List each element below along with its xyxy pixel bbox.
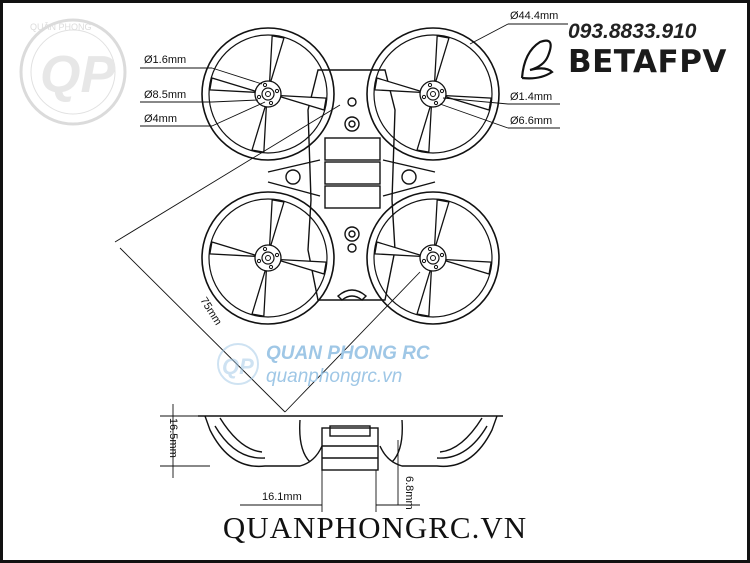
dim-mount-right: Ø6.6mm: [510, 115, 552, 127]
dim-wheelbase: 75mm: [197, 295, 223, 327]
dim-bottom-width: 16.1mm: [262, 491, 302, 503]
watermark-qp: QP: [222, 354, 254, 379]
dim-motor-hole: Ø4mm: [144, 113, 177, 125]
footer-site: QUANPHONGRC.VN: [222, 510, 528, 545]
center-body: [267, 69, 436, 301]
watermark-line2: quanphongrc.vn: [266, 366, 403, 387]
dim-height: 16.5mm: [167, 418, 179, 458]
logo-qp-text: QP: [40, 46, 115, 104]
dim-hole-small-left: Ø1.6mm: [144, 54, 186, 66]
duct-top-right: [366, 27, 500, 161]
dim-duct-diameter: Ø44.4mm: [510, 10, 558, 22]
dim-hole-small-right: Ø1.4mm: [510, 91, 552, 103]
qp-logo: QP QUÂN PHONG: [19, 18, 127, 126]
duct-top-left: [201, 27, 335, 161]
logo-ring-text: QUÂN PHONG: [30, 22, 92, 32]
side-view: [198, 415, 503, 471]
betafpv-logo-icon: [520, 39, 554, 80]
dim-hub-diameter: Ø8.5mm: [144, 89, 186, 101]
dim-bottom-depth: 6.8mm: [403, 476, 415, 510]
brand-name: BETAFPV: [568, 44, 727, 80]
phone-number: 093.8833.910: [568, 20, 697, 43]
duct-bottom-right: [366, 191, 500, 325]
duct-bottom-left: [201, 191, 335, 325]
watermark-logo: QP: [217, 343, 259, 385]
watermark-line1: QUAN PHONG RC: [266, 343, 430, 364]
